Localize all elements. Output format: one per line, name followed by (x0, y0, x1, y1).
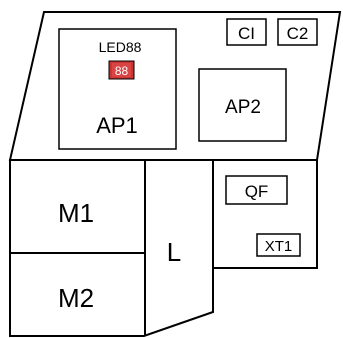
ap1-led-label: LED88 (99, 39, 142, 55)
l-label: L (167, 237, 181, 267)
m1-label: M1 (58, 198, 94, 228)
xt1-box: XT1 (256, 233, 301, 257)
ap2-label: AP2 (225, 97, 261, 118)
c1-box: CI (226, 18, 267, 46)
c2-label: C2 (287, 24, 309, 43)
c2-box: C2 (277, 18, 318, 46)
led-display-digits: 88 (115, 64, 129, 78)
qf-box: QF (225, 175, 288, 205)
qf-label: QF (245, 182, 269, 201)
ap1-label: AP1 (96, 113, 138, 138)
xt1-label: XT1 (265, 238, 293, 255)
led-display-icon: 88 (108, 60, 135, 80)
ap2-module: AP2 (198, 68, 287, 142)
ap1-module: LED88 88 AP1 (58, 28, 177, 150)
c1-label: CI (238, 24, 255, 43)
lower-left-panel-outline (9, 159, 214, 337)
lower-right-panel-outline (212, 159, 318, 269)
m2-label: M2 (58, 283, 94, 313)
